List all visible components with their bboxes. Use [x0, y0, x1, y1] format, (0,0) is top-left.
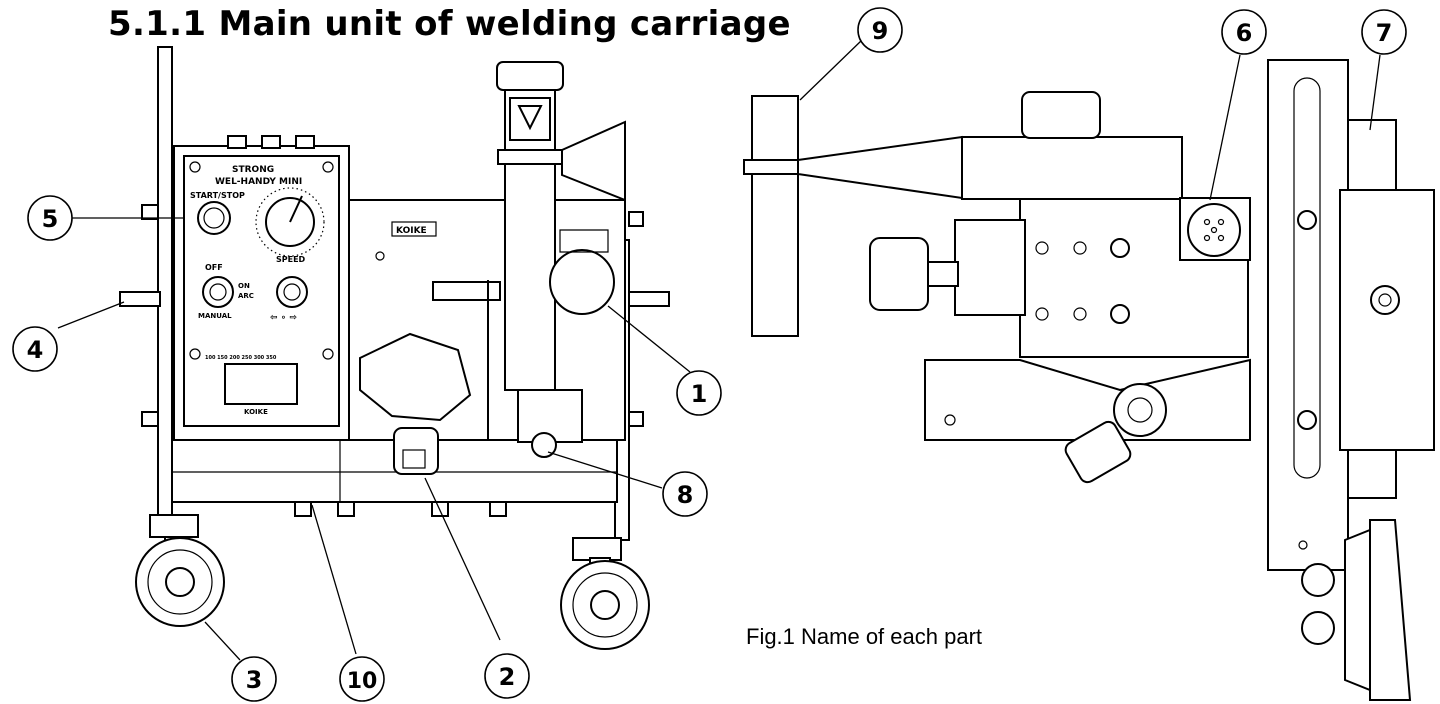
panel-footer-brand: KOIKE	[244, 408, 268, 416]
section-heading: 5.1.1 Main unit of welding carriage	[108, 4, 791, 44]
side-clamp-knob[interactable]	[1063, 419, 1133, 485]
cable-connector	[1187, 203, 1241, 257]
left-frame-bar	[157, 46, 173, 518]
callout-7: 7	[1361, 9, 1407, 55]
svg-text:8: 8	[677, 481, 694, 509]
torch-clamp	[549, 249, 615, 315]
right-wheel	[560, 537, 650, 650]
callout-2: 2	[484, 653, 530, 699]
callout-10: 10	[339, 656, 385, 702]
side-view	[743, 59, 1435, 701]
manual-arc-switch[interactable]	[202, 276, 234, 308]
direction-switch[interactable]	[276, 276, 308, 308]
slotted-bar	[1267, 59, 1349, 571]
callout-9: 9	[857, 7, 903, 53]
left-connector	[119, 291, 161, 307]
top-knob[interactable]	[496, 61, 564, 91]
start-stop-label: START/STOP	[190, 191, 245, 200]
clamp-knob[interactable]	[393, 427, 439, 475]
callout-5: 5	[27, 195, 73, 241]
callout-lines	[57, 39, 1381, 661]
svg-text:2: 2	[499, 663, 516, 691]
direction-arrows-icon: ⇦ ∘ ⇨	[270, 313, 297, 323]
side-knob[interactable]	[869, 237, 929, 311]
callout-markers: 1 2 3 4 5 6 7	[12, 7, 1407, 702]
callout-4: 4	[12, 326, 58, 372]
callout-6: 6	[1221, 9, 1267, 55]
svg-text:3: 3	[246, 666, 263, 694]
koike-plate	[391, 221, 437, 237]
start-stop-button[interactable]	[197, 201, 231, 235]
koike-body-label: KOIKE	[396, 226, 427, 236]
svg-text:5: 5	[42, 205, 59, 233]
manual-label: MANUAL	[198, 312, 232, 320]
figure-caption: Fig.1 Name of each part	[746, 624, 983, 649]
speed-dial[interactable]	[255, 187, 325, 257]
hex-bolt	[531, 432, 557, 458]
side-top-knob[interactable]	[1021, 91, 1101, 139]
svg-text:1: 1	[691, 380, 708, 408]
side-torch-bar	[751, 95, 799, 337]
panel-brand-label: STRONG	[232, 165, 274, 175]
callout-1: 1	[676, 370, 722, 416]
suction-pad	[1369, 519, 1412, 701]
svg-text:100 150 200 250 300 350: 100 150 200 250 300 350	[205, 355, 277, 361]
off-label: OFF	[205, 263, 223, 272]
panel-display-window	[224, 363, 298, 405]
panel-model-label: WEL-HANDY MINI	[215, 177, 302, 187]
svg-text:9: 9	[872, 17, 889, 45]
svg-text:7: 7	[1376, 19, 1393, 47]
callout-8: 8	[662, 471, 708, 517]
rail-housing	[1339, 189, 1435, 451]
svg-text:6: 6	[1236, 19, 1253, 47]
arc-label: ARC	[238, 292, 254, 300]
speed-label: SPEED	[276, 255, 306, 264]
svg-text:4: 4	[27, 336, 44, 364]
on-label: ON	[238, 282, 250, 290]
gun-clamp-body	[359, 332, 472, 422]
triangle-indicator-icon	[517, 105, 543, 131]
callout-3: 3	[231, 656, 277, 702]
front-view: KOIKE STRONG WEL-HANDY MINI	[119, 46, 670, 650]
svg-text:10: 10	[347, 669, 378, 694]
left-wheel	[135, 514, 225, 627]
rail-block	[1347, 119, 1397, 191]
